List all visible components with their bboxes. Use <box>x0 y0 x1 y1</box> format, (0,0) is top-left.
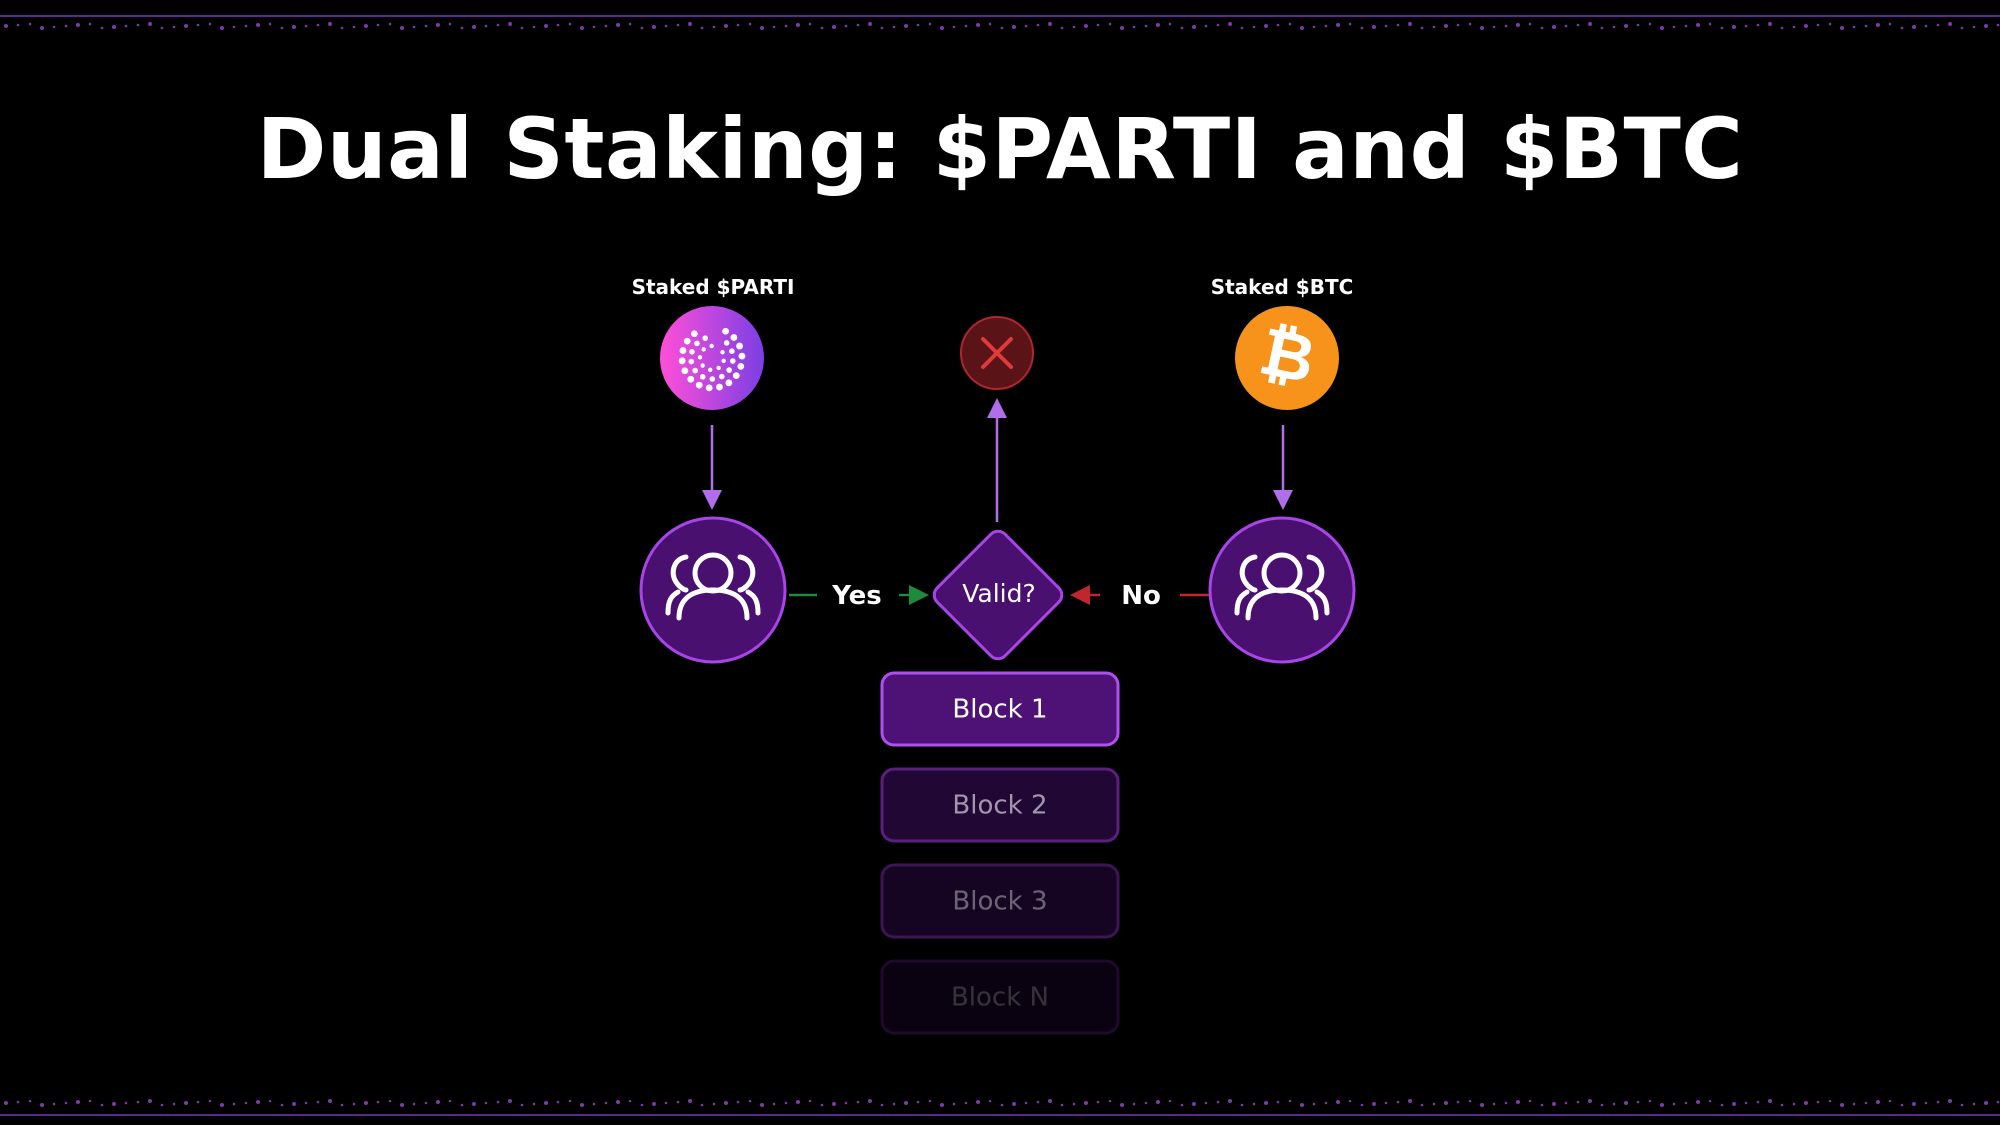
slide-title: Dual Staking: $PARTI and $BTC <box>256 100 1744 198</box>
right-validators-node <box>1208 516 1356 664</box>
staked-btc-label: Staked $BTC <box>1211 275 1354 299</box>
block-2-node: Block 2 <box>880 767 1120 843</box>
bottom-decorative-border <box>0 1093 2000 1117</box>
block-stack: Block 1 Block 2 Block 3 Block N <box>880 671 1120 1035</box>
parti-logo-icon <box>660 306 764 410</box>
block-label: Block N <box>951 983 1049 1013</box>
staked-parti-label: Staked $PARTI <box>632 275 795 299</box>
block-1-node: Block 1 <box>880 671 1120 747</box>
block-label: Block 3 <box>952 887 1047 917</box>
no-label: No <box>1121 581 1161 611</box>
block-4-node: Block N <box>880 959 1120 1035</box>
block-3-node: Block 3 <box>880 863 1120 939</box>
valid-label: Valid? <box>962 579 1036 608</box>
left-validators-node <box>639 516 787 664</box>
users-group-icon <box>1234 552 1330 621</box>
top-decorative-border <box>0 8 2000 32</box>
bitcoin-icon: ₿ <box>1235 306 1339 410</box>
users-group-icon <box>665 552 761 621</box>
block-label: Block 2 <box>952 791 1047 821</box>
valid-decision-node: Valid? <box>932 529 1064 661</box>
block-label: Block 1 <box>952 695 1047 725</box>
yes-label: Yes <box>831 581 882 611</box>
close-icon <box>981 337 1013 369</box>
reject-node <box>960 316 1034 390</box>
